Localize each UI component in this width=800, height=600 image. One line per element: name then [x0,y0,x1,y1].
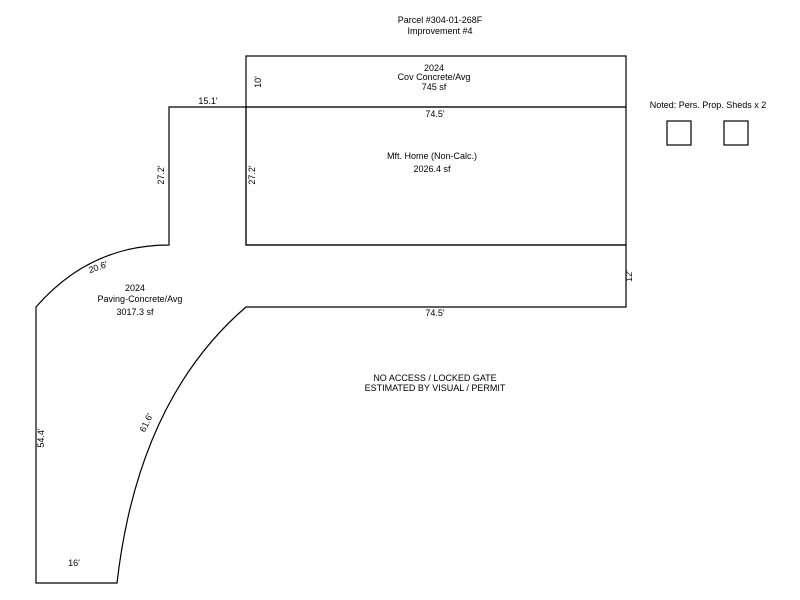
paving-top-dimension: 15.1' [198,96,218,106]
paving-left-side-dimension: 54.4' [36,428,46,448]
shed-2 [723,120,749,146]
paving-upper-arc-dimension: 20.6' [87,259,109,275]
paving-year: 2024 [125,283,145,293]
paving-right-side-dimension: 12' [624,270,634,282]
paving-bottom-inner-dimension: 74.5' [425,308,445,318]
paving-name: Paving-Concrete/Avg [98,294,183,304]
paving-upper-side-dimension: 27.2' [156,165,166,185]
shed-1 [666,120,692,146]
cov-concrete-area: 745 sf [422,82,447,92]
parcel-number: Parcel #304-01-268F [398,15,483,25]
home-outline [245,106,627,246]
home-name: Mft. Home (Non-Calc.) [387,151,477,161]
paving-area: 3017.3 sf [116,307,154,317]
home-area: 2026.4 sf [413,164,451,174]
cov-concrete-name: Cov Concrete/Avg [398,72,471,82]
access-note-line1: NO ACCESS / LOCKED GATE [373,373,496,383]
access-note-line2: ESTIMATED BY VISUAL / PERMIT [365,383,506,393]
cov-concrete-side-dimension: 10' [253,76,263,88]
paving-outline [35,106,627,584]
home-side-dimension: 27.2' [247,165,257,185]
paving-inner-arc-dimension: 61.6' [138,412,155,434]
cov-concrete-bottom-dimension: 74.5' [425,109,445,119]
improvement-number: Improvement #4 [407,26,472,36]
paving-bottom-dimension: 16' [68,558,80,568]
sheds-note: Noted: Pers. Prop. Sheds x 2 [650,100,767,110]
cov-concrete-year: 2024 [424,63,444,73]
